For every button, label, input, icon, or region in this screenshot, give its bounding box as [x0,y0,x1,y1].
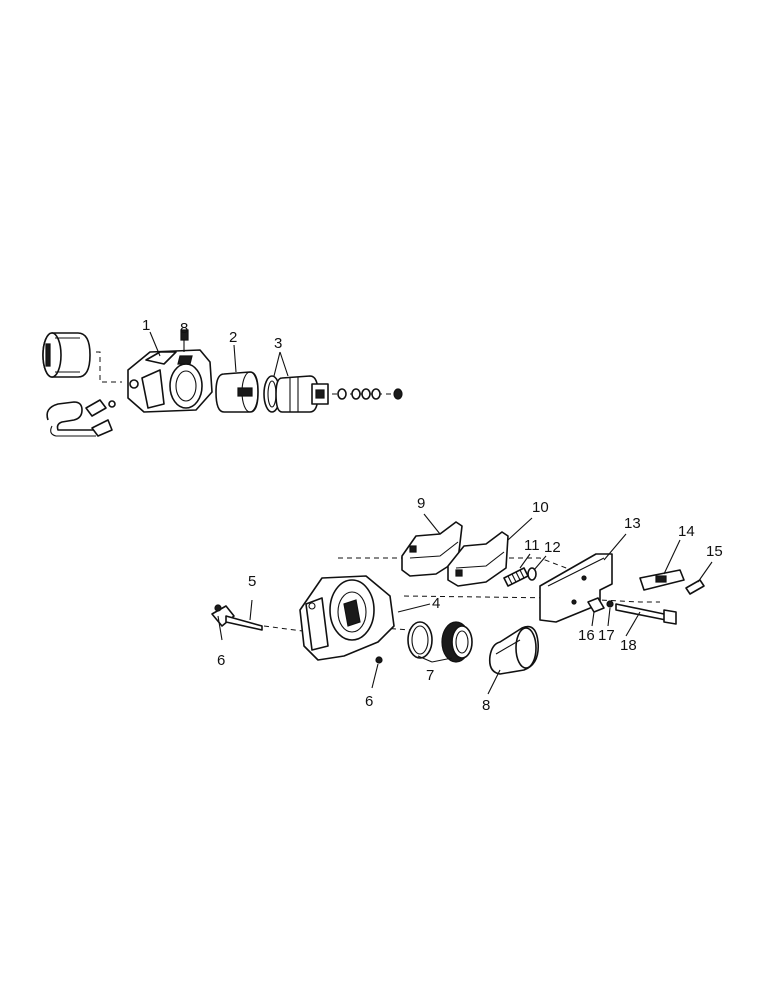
bleeder-fitting [85,399,116,417]
retainer-plate [639,569,685,591]
leader-18 [625,611,641,637]
callout-8-top: 8 [180,320,188,337]
leader-13 [603,533,627,561]
callout-2: 2 [229,329,237,346]
leader-15 [697,561,713,583]
leader-17 [607,607,611,627]
dust-boot [441,621,473,663]
callout-15: 15 [706,543,723,560]
piston-left [42,332,91,378]
leader-4 [397,603,431,613]
callout-6-bottom: 6 [365,693,373,710]
callout-7: 7 [426,667,434,684]
leader-7 [417,655,453,663]
piston-2 [215,371,259,413]
caliper-body [299,575,395,661]
leader-16 [591,611,595,627]
leader-6-left [217,615,223,641]
washer [527,567,537,581]
leader-11 [519,553,531,569]
dashed-line-piston [96,351,122,383]
callout-4: 4 [432,595,440,612]
callout-13: 13 [624,515,641,532]
leader-3 [273,351,289,377]
callout-10: 10 [532,499,549,516]
dashed-line-mid [403,595,660,603]
callout-14: 14 [678,523,695,540]
brake-line [46,401,113,437]
mounting-bolt [615,603,677,625]
leader-1 [149,331,161,357]
callout-9: 9 [417,495,425,512]
callout-11: 11 [524,537,540,554]
callout-6-left: 6 [217,652,225,669]
small-seals [337,388,403,400]
leader-14 [663,539,681,575]
leader-2 [233,344,237,373]
brake-pad-inner [401,521,463,577]
bushing-washer [606,600,614,608]
retainer-bolt [685,579,705,595]
seal-kit [263,375,329,413]
leader-12 [533,555,547,571]
callout-5: 5 [248,573,256,590]
callout-3: 3 [274,335,282,352]
brake-pad-outer [447,531,509,587]
bleeder-valve [211,604,263,631]
callout-1: 1 [142,317,150,334]
body-bleeder-nut [375,656,383,664]
callout-12: 12 [544,539,561,556]
callout-16: 16 [578,627,595,644]
leader-8-bottom [487,669,501,695]
bleeder-screw-top [180,329,189,352]
leader-9 [423,513,441,535]
leader-5 [249,599,253,621]
caliper-housing [127,349,213,413]
callout-8-bottom: 8 [482,697,490,714]
bushing [587,597,605,613]
caliper-piston [488,625,540,675]
callout-18: 18 [620,637,637,654]
callout-17: 17 [598,627,615,644]
leader-10 [507,517,533,541]
spring [503,567,529,587]
support-bracket [539,553,613,623]
piston-seal [407,621,433,659]
leader-6-bottom [371,663,379,689]
